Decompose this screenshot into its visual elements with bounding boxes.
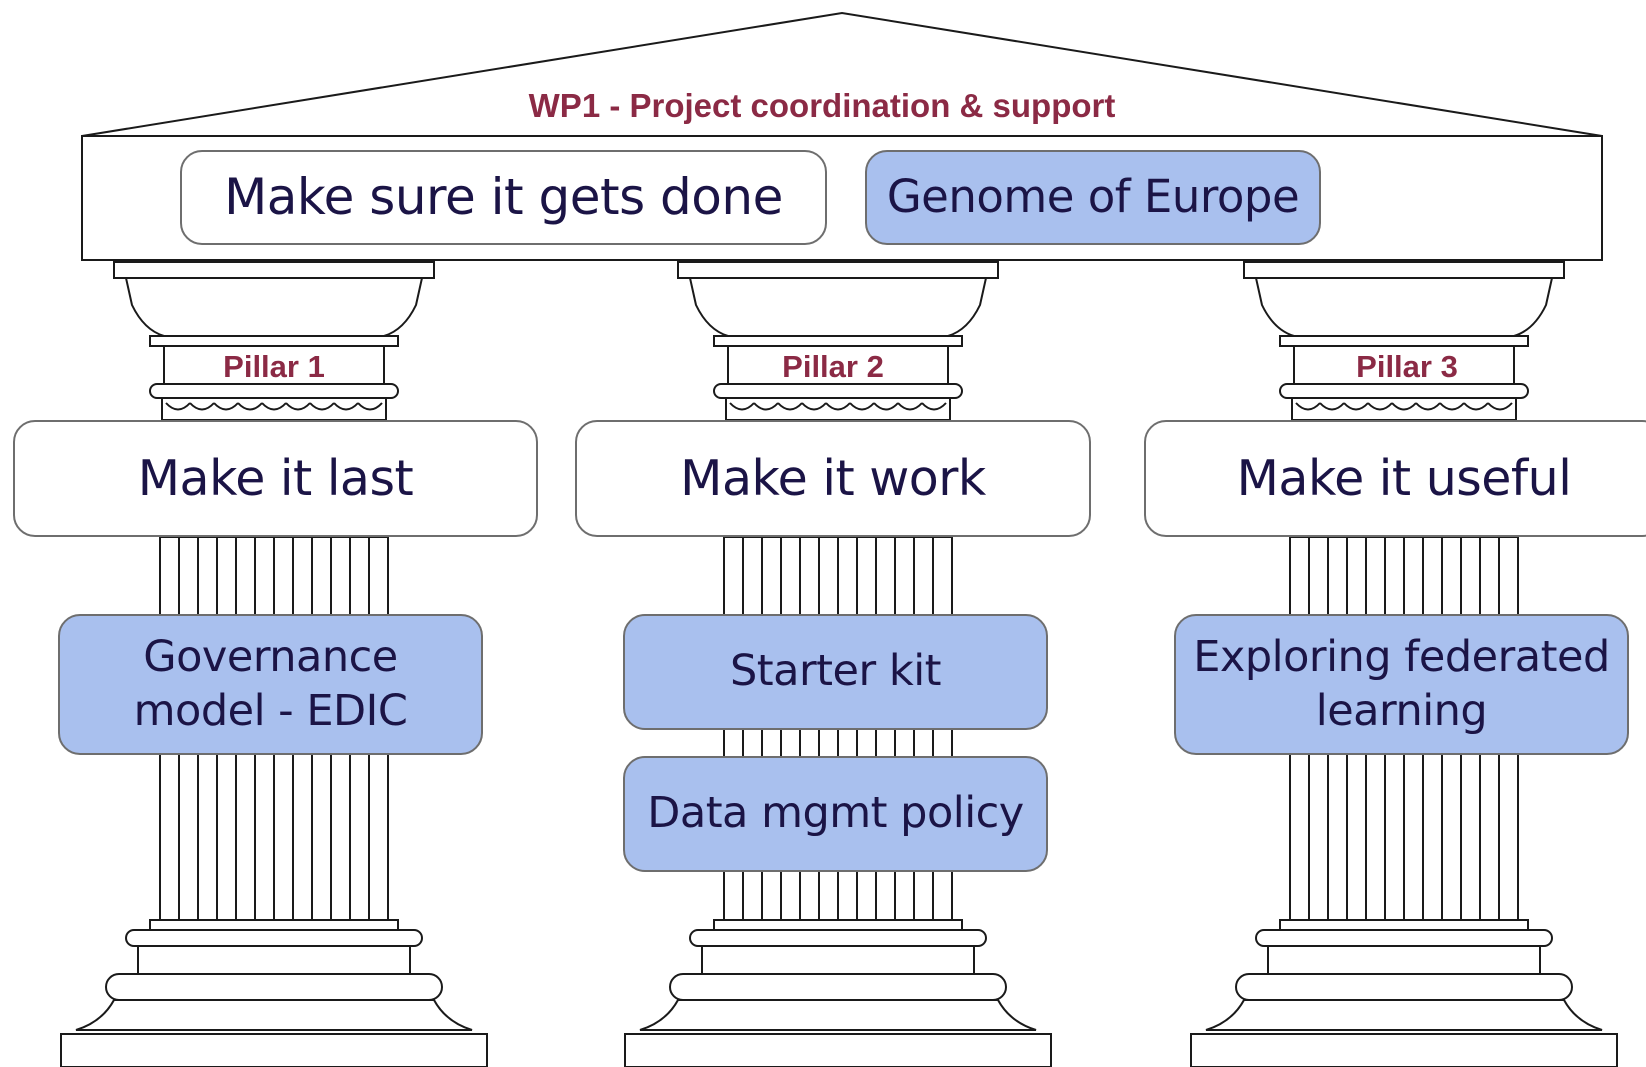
roof-item-genome-of-europe: Genome of Europe — [865, 150, 1321, 245]
pillar-2-item-data-mgmt-policy: Data mgmt policy — [623, 756, 1048, 872]
pillar-1-label: Pillar 1 — [223, 349, 325, 384]
pillar-2-label: Pillar 2 — [782, 349, 884, 384]
pillar-2-item-starter-kit: Starter kit — [623, 614, 1048, 730]
pillar-1-item-governance: Governance model - EDIC — [58, 614, 483, 755]
pillar-2-goal: Make it work — [575, 420, 1091, 537]
roof-item-make-sure-it-gets-done: Make sure it gets done — [180, 150, 827, 245]
pillar-3-item-federated-learning: Exploring federated learning — [1174, 614, 1629, 755]
roof-title: WP1 - Project coordination & support — [528, 87, 1116, 124]
column-3 — [1190, 261, 1618, 1067]
pillar-3-label: Pillar 3 — [1356, 349, 1458, 384]
pillar-1-goal: Make it last — [13, 420, 538, 537]
pillar-3-goal: Make it useful — [1144, 420, 1646, 537]
